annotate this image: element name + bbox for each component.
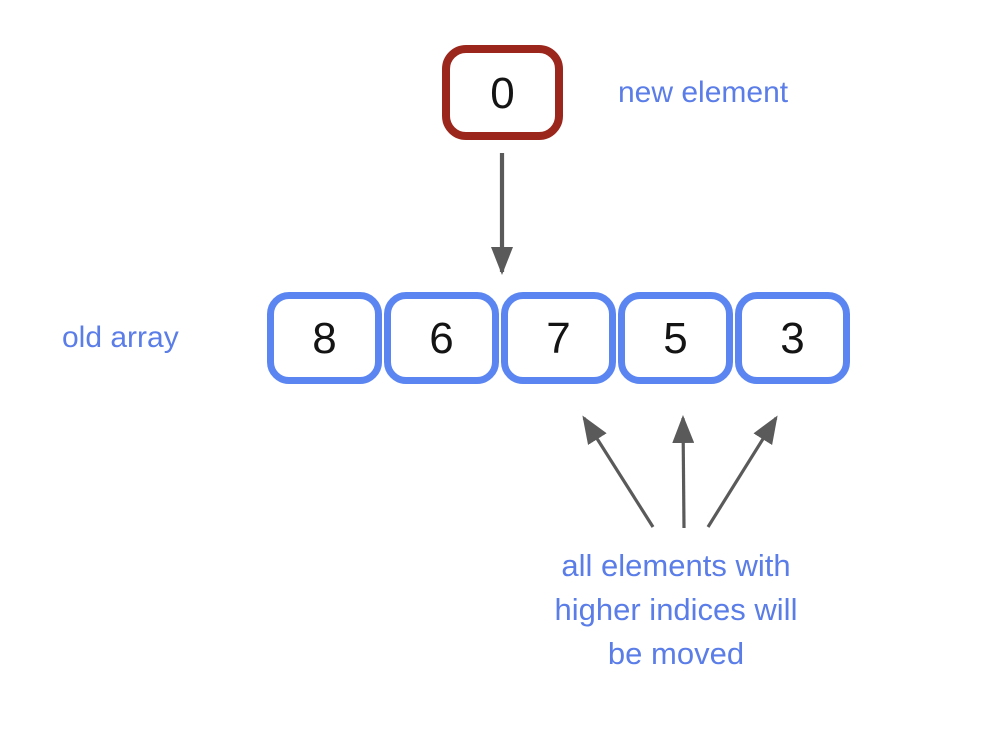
shift-caption: all elements with higher indices will be… (476, 544, 876, 676)
array-cell-1: 6 (384, 292, 499, 384)
shift-caption-line-1: all elements with (561, 548, 791, 583)
old-array-row: 8 6 7 5 3 (267, 292, 850, 384)
shift-arrow-right-icon (706, 415, 778, 528)
array-cell-value: 5 (663, 314, 688, 363)
shift-arrow-left-icon (582, 415, 655, 528)
old-array-label: old array (62, 321, 179, 354)
shift-arrow-middle-icon (672, 415, 695, 529)
new-element-box: 0 (442, 45, 563, 140)
array-cell-value: 7 (546, 314, 571, 363)
new-element-label: new element (618, 76, 789, 109)
shift-caption-line-2: higher indices will (554, 592, 798, 627)
new-element-value: 0 (490, 68, 515, 118)
array-cell-3: 5 (618, 292, 733, 384)
array-cell-4: 3 (735, 292, 850, 384)
array-cell-0: 8 (267, 292, 382, 384)
shift-caption-line-3: be moved (607, 636, 745, 671)
array-cell-value: 8 (312, 314, 337, 363)
array-cell-value: 6 (429, 314, 454, 363)
old-array-label-wrap: old array (62, 292, 179, 384)
array-cell-value: 3 (780, 314, 805, 363)
array-cell-2: 7 (501, 292, 616, 384)
